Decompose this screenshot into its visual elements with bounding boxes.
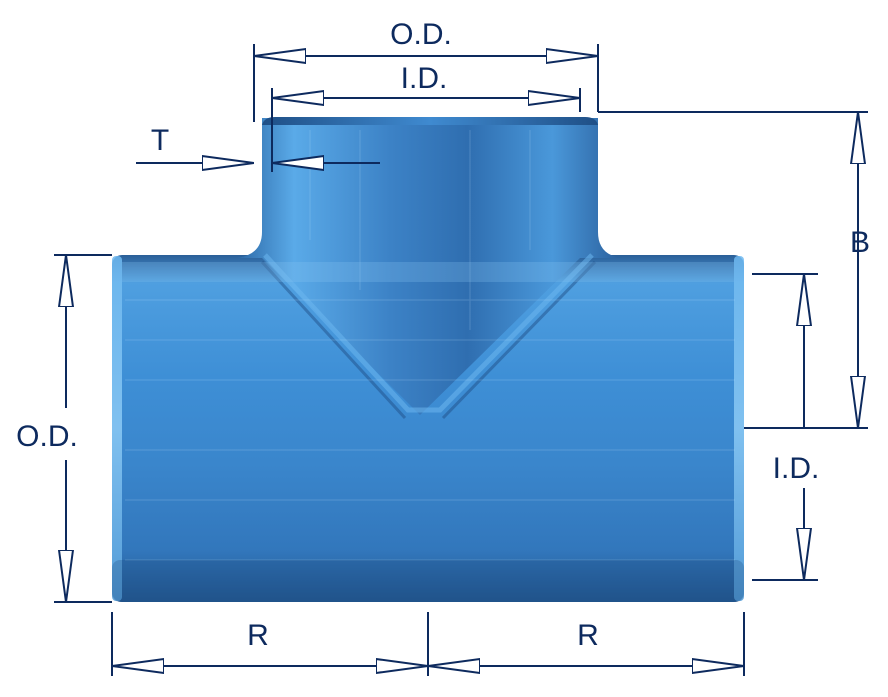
weld-seam [263, 253, 594, 413]
label-branch-id: I.D. [401, 62, 448, 95]
dimension-labels: O.D. I.D. T B O.D. I.D. R R [16, 18, 870, 652]
weld-seam-shadow [260, 260, 597, 420]
label-branch-height: B [850, 226, 870, 259]
run-pipe [112, 255, 744, 602]
label-run-od: O.D. [16, 420, 78, 453]
brushed-texture [125, 130, 735, 561]
run-right-end-rim [734, 256, 744, 601]
branch-top-cap [262, 117, 598, 125]
label-branch-od: O.D. [390, 18, 452, 51]
label-right-run-length: R [577, 619, 599, 652]
label-run-id: I.D. [773, 452, 820, 485]
run-left-end-rim [112, 256, 122, 601]
label-wall-thickness: T [151, 124, 169, 157]
tee-pipe-fitting [112, 117, 744, 602]
label-left-run-length: R [247, 619, 269, 652]
branch-pipe [236, 118, 622, 415]
dimension-lines [54, 44, 868, 676]
run-top-highlight [122, 262, 734, 282]
run-bottom-shade [112, 560, 744, 602]
